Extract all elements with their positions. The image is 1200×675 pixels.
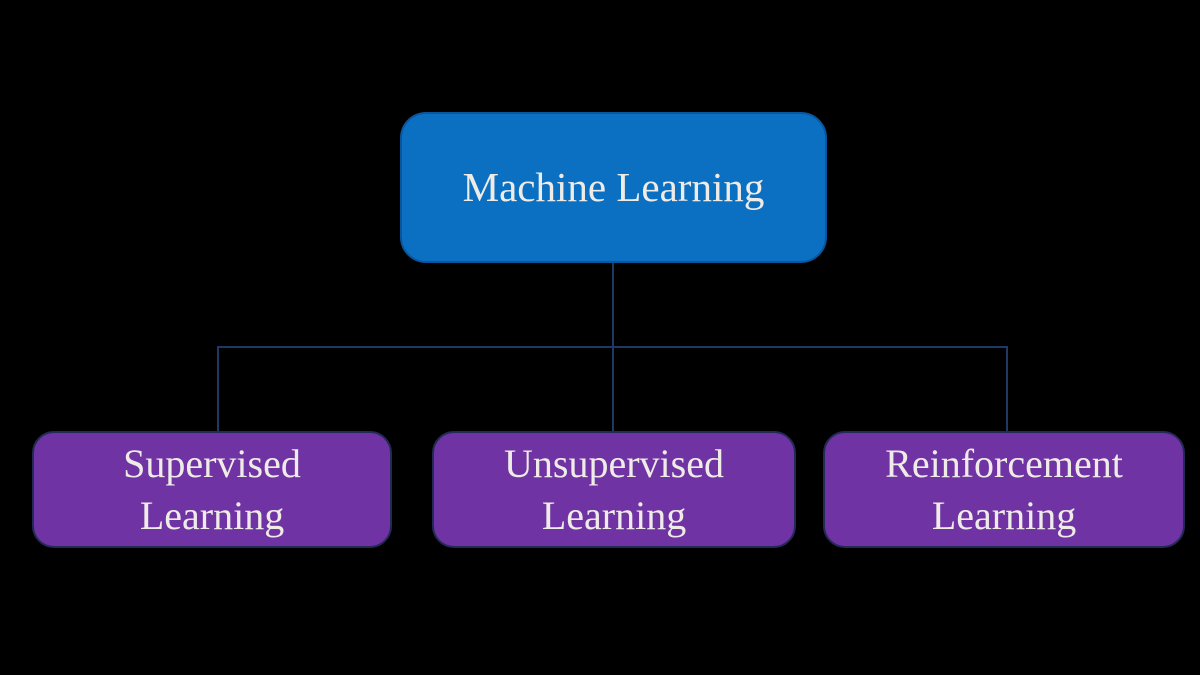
connector-supervised-vertical [217,346,219,432]
node-reinforcement-learning: Reinforcement Learning [823,431,1185,548]
connector-unsupervised-vertical [612,346,614,433]
node-machine-learning: Machine Learning [400,112,827,263]
node-unsupervised-learning: Unsupervised Learning [432,431,796,548]
connector-root-vertical [612,263,614,347]
node-supervised-learning: Supervised Learning [32,431,392,548]
node-reinforcement-learning-label: Reinforcement Learning [885,441,1123,538]
connector-reinforcement-vertical [1006,346,1008,432]
node-supervised-learning-label: Supervised Learning [123,441,301,538]
node-unsupervised-learning-label: Unsupervised Learning [504,441,724,538]
node-machine-learning-label: Machine Learning [462,163,765,210]
